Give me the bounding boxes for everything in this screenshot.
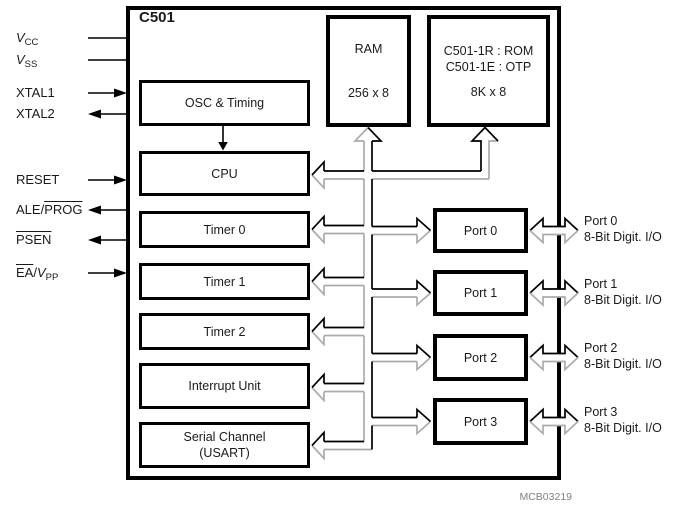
pin-label-vss: VSS	[16, 49, 37, 71]
block-serial-line2: (USART)	[199, 446, 250, 460]
port3-io-label: Port 3 8-Bit Digit. I/O	[584, 405, 662, 435]
block-cpu: CPU	[139, 151, 310, 196]
port1-io-label: Port 1 8-Bit Digit. I/O	[584, 277, 662, 307]
block-port0: Port 0	[433, 208, 528, 253]
block-interrupt-unit-label: Interrupt Unit	[188, 379, 261, 393]
block-ram: RAM 256 x 8	[326, 15, 411, 127]
block-port1: Port 1	[433, 270, 528, 316]
xtal2-arrowhead	[88, 109, 101, 119]
pin-label-ea-vpp: EA/VPP	[16, 265, 59, 283]
chip-title: C501	[139, 9, 175, 26]
figure-caption: MCB03219	[519, 491, 572, 503]
block-timer1-label: Timer 1	[203, 274, 246, 289]
block-interrupt-unit: Interrupt Unit	[139, 363, 310, 409]
port2-io-label: Port 2 8-Bit Digit. I/O	[584, 341, 662, 371]
pin-vss-symbol: V	[16, 52, 25, 67]
block-serial-channel: Serial Channel (USART)	[139, 422, 310, 468]
block-port2: Port 2	[433, 334, 528, 381]
block-port1-label: Port 1	[463, 286, 498, 300]
block-timer0-label: Timer 0	[203, 222, 246, 237]
block-osc-timing: OSC & Timing	[139, 80, 310, 126]
block-timer0: Timer 0	[139, 211, 310, 248]
ale-prog-arrowhead	[88, 205, 101, 215]
block-timer2: Timer 2	[139, 313, 310, 350]
pin-label-xtal1: XTAL1	[16, 85, 55, 100]
block-rom: C501-1R : ROM C501-1E : OTP 8K x 8	[427, 15, 550, 127]
block-timer1: Timer 1	[139, 263, 310, 300]
psen-arrowhead	[88, 235, 101, 245]
block-port3: Port 3	[433, 398, 528, 445]
pin-vcc-symbol: V	[16, 30, 25, 45]
block-port0-label: Port 0	[463, 223, 498, 238]
pin-lines	[88, 37, 127, 278]
pin-label-vcc: VCC	[16, 27, 38, 49]
block-rom-size: 8K x 8	[470, 84, 507, 99]
block-ram-label: RAM	[354, 42, 383, 56]
block-port3-label: Port 3	[463, 414, 498, 429]
block-serial-line1: Serial Channel	[183, 430, 266, 444]
block-osc-timing-label: OSC & Timing	[184, 96, 265, 110]
pin-vss-subscript: SS	[24, 59, 38, 70]
block-rom-line1: C501-1R : ROM	[443, 43, 534, 58]
pin-label-psen: PSEN	[16, 232, 52, 247]
pin-label-xtal2: XTAL2	[16, 106, 55, 121]
pin-vcc-subscript: CC	[24, 37, 39, 48]
block-timer2-label: Timer 2	[203, 324, 246, 339]
port0-io-label: Port 0 8-Bit Digit. I/O	[584, 214, 662, 244]
pin-label-ale-prog: ALE/PROG	[16, 202, 83, 217]
block-ram-size: 256 x 8	[347, 86, 389, 100]
block-cpu-label: CPU	[211, 166, 238, 181]
block-rom-line2: C501-1E : OTP	[445, 59, 532, 74]
pin-label-reset: RESET	[16, 172, 60, 187]
block-port2-label: Port 2	[463, 350, 498, 365]
